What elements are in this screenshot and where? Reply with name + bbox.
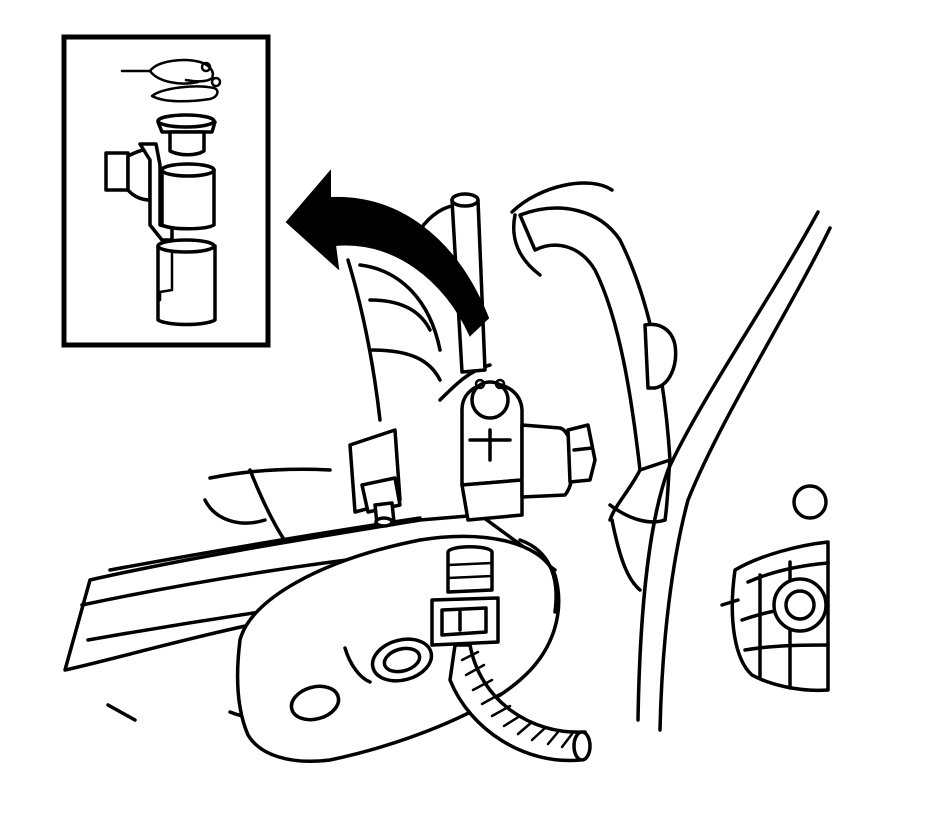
retaining-clip <box>120 58 222 103</box>
outer-sleeve <box>156 238 217 327</box>
sensor-connector <box>460 378 597 522</box>
hose <box>518 206 678 592</box>
callout-arrow <box>285 169 490 337</box>
inset-detail <box>61 34 271 348</box>
harness-connector <box>430 545 500 647</box>
connector-housing <box>104 142 216 242</box>
wiring-conduit <box>448 643 592 763</box>
hex-bolt <box>348 428 402 528</box>
grille-bracket <box>720 484 830 693</box>
bushing-sleeve <box>156 113 217 157</box>
